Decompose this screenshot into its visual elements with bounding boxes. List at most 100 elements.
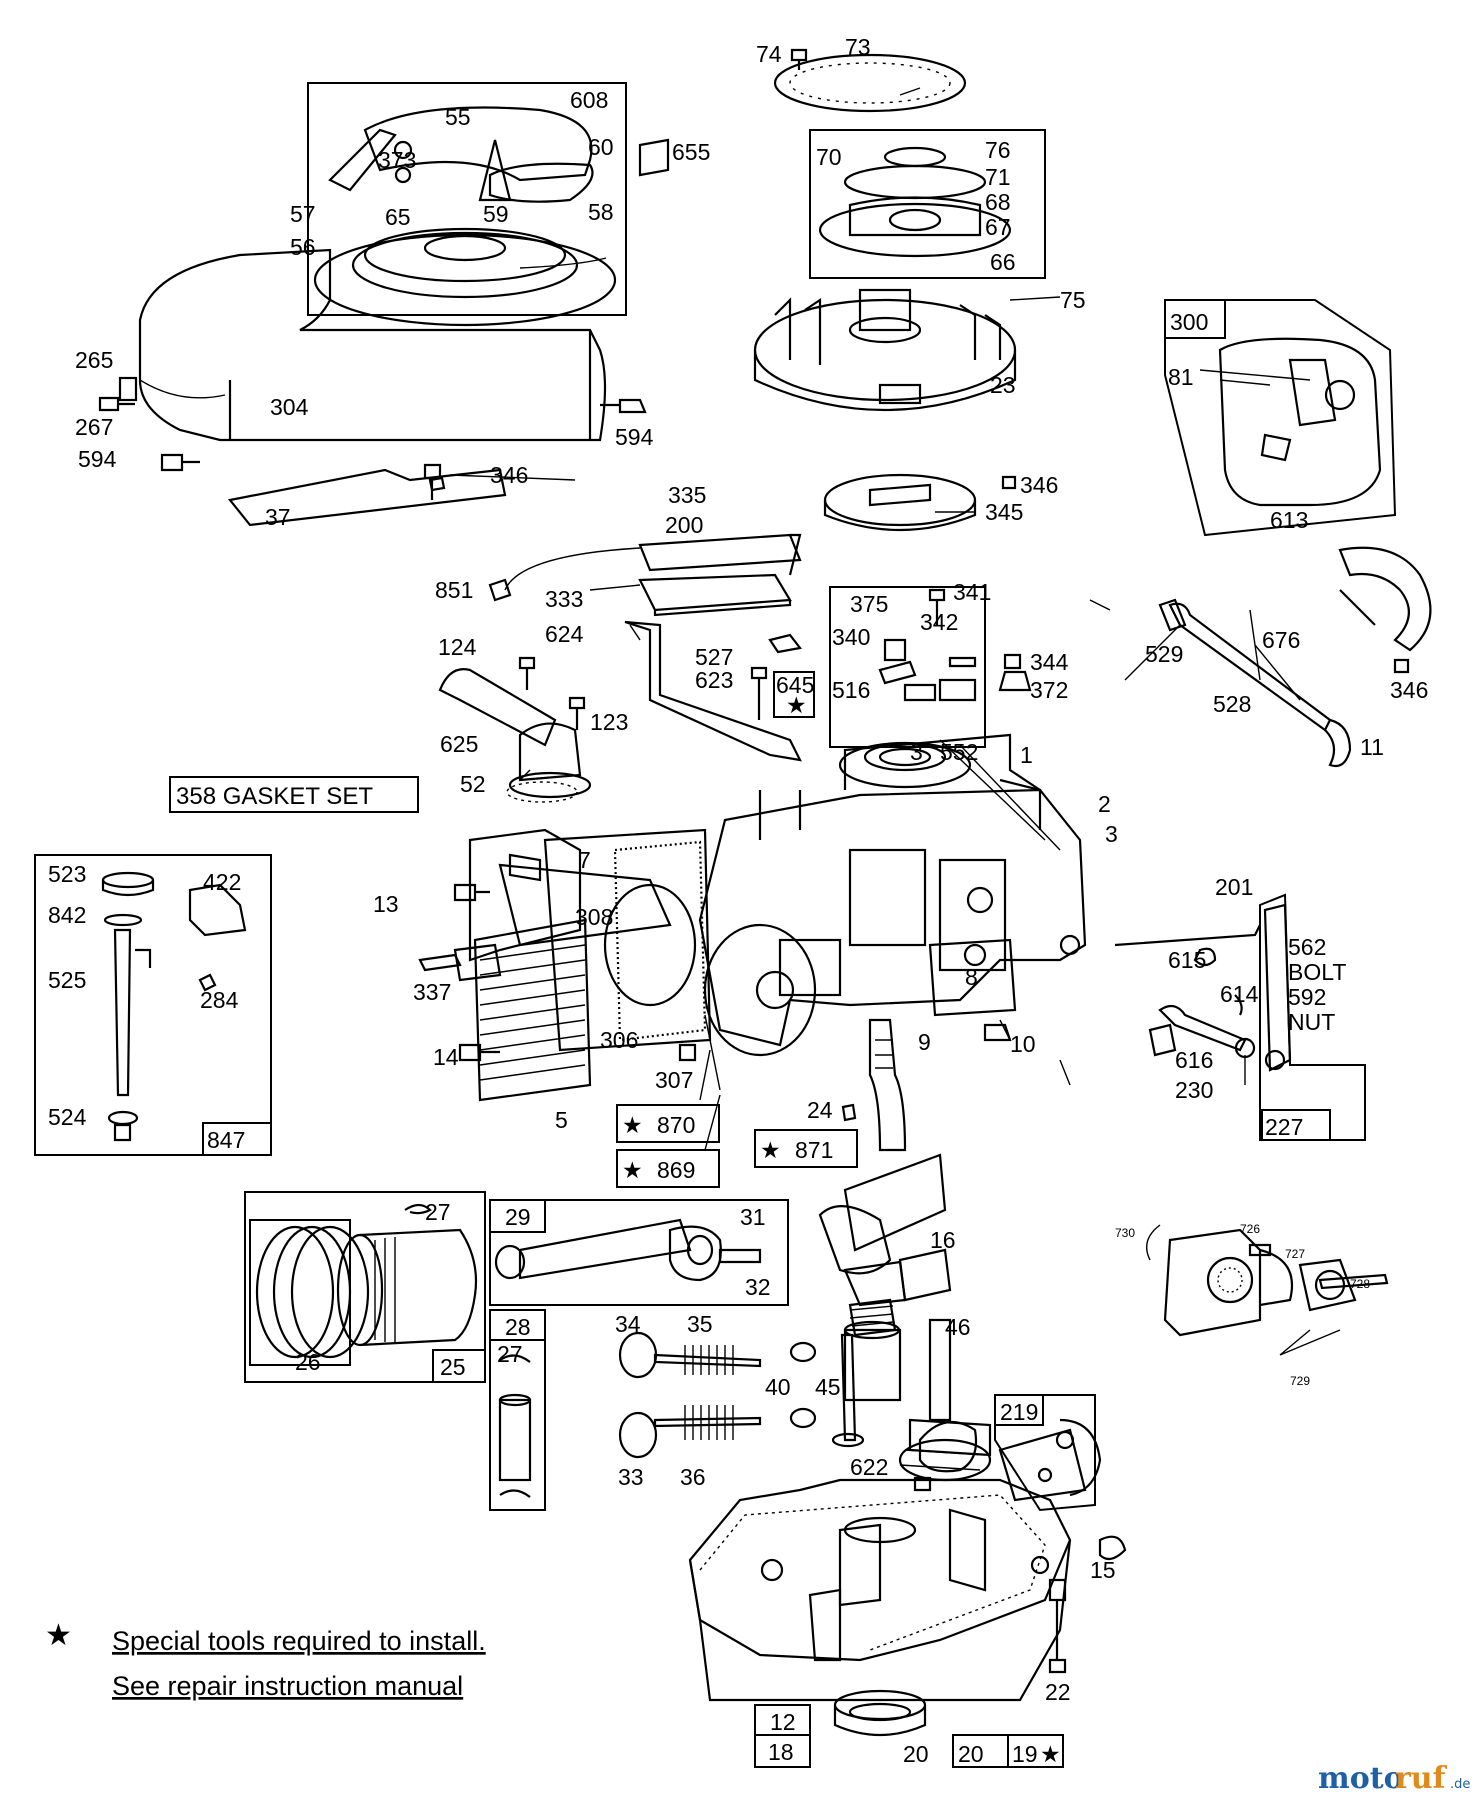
note-star: ★	[45, 1619, 72, 1652]
label-22: 22	[1045, 1679, 1071, 1705]
part-labels: 74 73 608 55 60 655 373 57 65 59 58 56 7…	[48, 34, 1428, 1767]
label-37: 37	[265, 504, 291, 530]
label-613: 613	[1270, 507, 1308, 533]
label-346c: 346	[1390, 677, 1428, 703]
piston-box-25	[244, 1191, 486, 1383]
label-2: 2	[1098, 791, 1111, 817]
label-15: 15	[1090, 1557, 1116, 1583]
label-306: 306	[600, 1027, 638, 1053]
wrist-pin-group	[489, 1309, 546, 1511]
label-55: 55	[445, 104, 471, 130]
label-527: 527	[695, 644, 733, 670]
label-59: 59	[483, 201, 509, 227]
label-342: 342	[920, 609, 958, 635]
flywheel-group	[753, 48, 1046, 411]
tool-box-870	[616, 1104, 720, 1143]
label-35: 35	[687, 1311, 713, 1337]
label-562: 562	[1288, 934, 1326, 960]
label-27b: 27	[497, 1341, 523, 1367]
watermark-logo: moto ruf .de	[1318, 1761, 1470, 1796]
label-124: 124	[438, 634, 477, 660]
label-219: 219	[1000, 1399, 1038, 1425]
rod-box-29	[489, 1199, 789, 1306]
label-726: 726	[1240, 1222, 1260, 1236]
label-11: 11	[1360, 734, 1384, 760]
label-75: 75	[1060, 287, 1086, 313]
svg-text:moto: moto	[1318, 1761, 1404, 1796]
leader-lines	[449, 87, 1301, 1086]
svg-text:.de: .de	[1450, 1777, 1470, 1792]
connecting-rod-group	[489, 1199, 789, 1306]
label-19: 19	[1012, 1741, 1038, 1767]
label-345: 345	[985, 499, 1023, 525]
label-346b: 346	[1020, 472, 1058, 498]
label-67: 67	[985, 214, 1011, 240]
label-1: 1	[1020, 742, 1033, 768]
label-81: 81	[1168, 364, 1194, 390]
label-29: 29	[505, 1204, 531, 1230]
label-60: 60	[588, 134, 614, 160]
label-68: 68	[985, 189, 1011, 215]
label-308: 308	[575, 904, 613, 930]
label-594b: 594	[78, 446, 117, 472]
label-516: 516	[832, 677, 870, 703]
svg-text:ruf: ruf	[1395, 1761, 1448, 1796]
label-337: 337	[413, 979, 451, 1005]
label-307: 307	[655, 1067, 693, 1093]
label-729: 729	[1290, 1374, 1310, 1388]
label-76: 76	[985, 137, 1011, 163]
label-73: 73	[845, 34, 871, 60]
label-851: 851	[435, 577, 473, 603]
label-74: 74	[756, 41, 782, 67]
tool-box-869	[616, 1149, 720, 1188]
label-623: 623	[695, 667, 733, 693]
label-335: 335	[668, 482, 706, 508]
label-18: 18	[768, 1739, 794, 1765]
special-tools-note: Special tools required to install.	[112, 1626, 486, 1656]
label-869: 869	[657, 1157, 695, 1183]
label-529: 529	[1145, 641, 1183, 667]
label-57: 57	[290, 201, 316, 227]
tool-box-871	[754, 1129, 858, 1168]
label-40: 40	[765, 1374, 791, 1400]
label-14: 14	[433, 1044, 459, 1070]
label-655: 655	[672, 139, 710, 165]
label-676: 676	[1262, 627, 1300, 653]
label-615: 615	[1168, 947, 1206, 973]
label-333: 333	[545, 586, 583, 612]
label-624: 624	[545, 621, 584, 647]
sump-box-18	[754, 1734, 811, 1768]
label-341: 341	[953, 579, 991, 605]
label-70: 70	[816, 144, 842, 170]
label-727: 727	[1285, 1247, 1305, 1261]
label-344: 344	[1030, 649, 1069, 675]
repair-manual-note: See repair instruction manual	[112, 1671, 463, 1701]
muffler-alt-group	[1146, 1224, 1389, 1356]
label-645: 645	[776, 672, 814, 698]
label-227: 227	[1265, 1114, 1303, 1140]
label-614: 614	[1220, 981, 1259, 1007]
cylinder-block-group	[418, 733, 1087, 1102]
label-304: 304	[270, 394, 309, 420]
label-36: 36	[680, 1464, 706, 1490]
special-tool-box-645	[773, 671, 815, 718]
label-31: 31	[740, 1204, 766, 1230]
label-265: 265	[75, 347, 113, 373]
label-267: 267	[75, 414, 113, 440]
label-372: 372	[1030, 677, 1068, 703]
label-71: 71	[985, 164, 1011, 190]
dipstick-group	[34, 776, 419, 1156]
governor-parts-box-375	[829, 586, 986, 748]
label-58: 58	[588, 199, 614, 225]
label-592: 592	[1288, 984, 1326, 1010]
label-16: 16	[930, 1227, 956, 1253]
label-200: 200	[665, 512, 703, 538]
label-20a: 20	[903, 1741, 929, 1767]
label-33: 33	[618, 1464, 644, 1490]
label-3a: 3	[910, 739, 923, 765]
label-552: 552	[940, 739, 978, 765]
label-869-star: ★	[622, 1157, 643, 1183]
muffler-group	[1164, 299, 1397, 537]
label-870: 870	[657, 1112, 695, 1138]
